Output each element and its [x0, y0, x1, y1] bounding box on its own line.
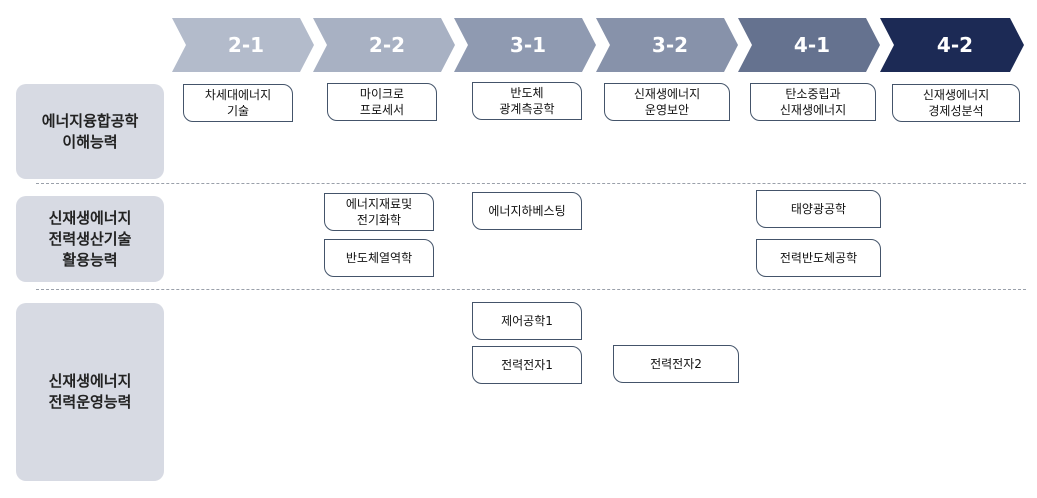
- course-label: 전력전자2: [650, 357, 702, 371]
- stage-3-2: 3-2: [596, 18, 738, 72]
- course-label: 전력전자1: [501, 358, 553, 372]
- course-label: 제어공학1: [501, 314, 553, 328]
- stage-4-2: 4-2: [880, 18, 1024, 72]
- course-box: 탄소중립과 신재생에너지: [750, 83, 876, 121]
- stage-label: 3-2: [651, 33, 689, 57]
- course-box: 신재생에너지 운영보안: [604, 83, 730, 121]
- course-box: 에너지하베스팅: [472, 192, 582, 230]
- category-label: 신재생에너지 전력운영능력: [48, 372, 132, 411]
- stage-label: 4-2: [936, 33, 974, 57]
- category-energy-convergence: 에너지융합공학 이해능력: [16, 84, 164, 179]
- course-box: 신재생에너지 경제성분석: [892, 84, 1020, 122]
- course-box: 반도체 광계측공학: [472, 82, 582, 120]
- course-label: 에너지하베스팅: [488, 204, 566, 218]
- row-divider: [36, 289, 1026, 290]
- course-box: 에너지재료및 전기화학: [324, 193, 434, 231]
- course-box: 마이크로 프로세서: [327, 83, 437, 121]
- course-label: 신재생에너지 경제성분석: [922, 88, 990, 118]
- course-box: 차세대에너지 기술: [183, 84, 293, 122]
- stage-3-1: 3-1: [454, 18, 596, 72]
- stage-2-1: 2-1: [172, 18, 314, 72]
- course-box: 제어공학1: [472, 302, 582, 340]
- course-label: 탄소중립과 신재생에너지: [779, 87, 847, 117]
- course-label: 태양광공학: [790, 202, 847, 216]
- course-label: 전력반도체공학: [779, 251, 858, 265]
- category-label: 신재생에너지 전력생산기술 활용능력: [48, 208, 132, 269]
- course-label: 에너지재료및 전기화학: [345, 197, 413, 227]
- course-label: 마이크로 프로세서: [359, 87, 405, 117]
- category-renewable-production: 신재생에너지 전력생산기술 활용능력: [16, 196, 164, 282]
- stage-label: 2-2: [368, 33, 406, 57]
- course-label: 차세대에너지 기술: [204, 88, 272, 118]
- stage-label: 2-1: [227, 33, 265, 57]
- course-label: 반도체 광계측공학: [499, 86, 555, 116]
- course-box: 태양광공학: [756, 190, 881, 228]
- category-renewable-operation: 신재생에너지 전력운영능력: [16, 303, 164, 481]
- stage-label: 4-1: [793, 33, 831, 57]
- course-box: 전력전자1: [472, 346, 582, 384]
- stage-2-2: 2-2: [313, 18, 455, 72]
- row-divider: [36, 183, 1026, 184]
- course-label: 반도체열역학: [345, 251, 413, 265]
- stage-label: 3-1: [509, 33, 547, 57]
- course-label: 신재생에너지 운영보안: [633, 87, 701, 117]
- stage-4-1: 4-1: [738, 18, 880, 72]
- category-label: 에너지융합공학 이해능력: [41, 111, 139, 151]
- course-box: 반도체열역학: [324, 239, 434, 277]
- course-box: 전력반도체공학: [756, 239, 881, 277]
- course-box: 전력전자2: [613, 345, 739, 383]
